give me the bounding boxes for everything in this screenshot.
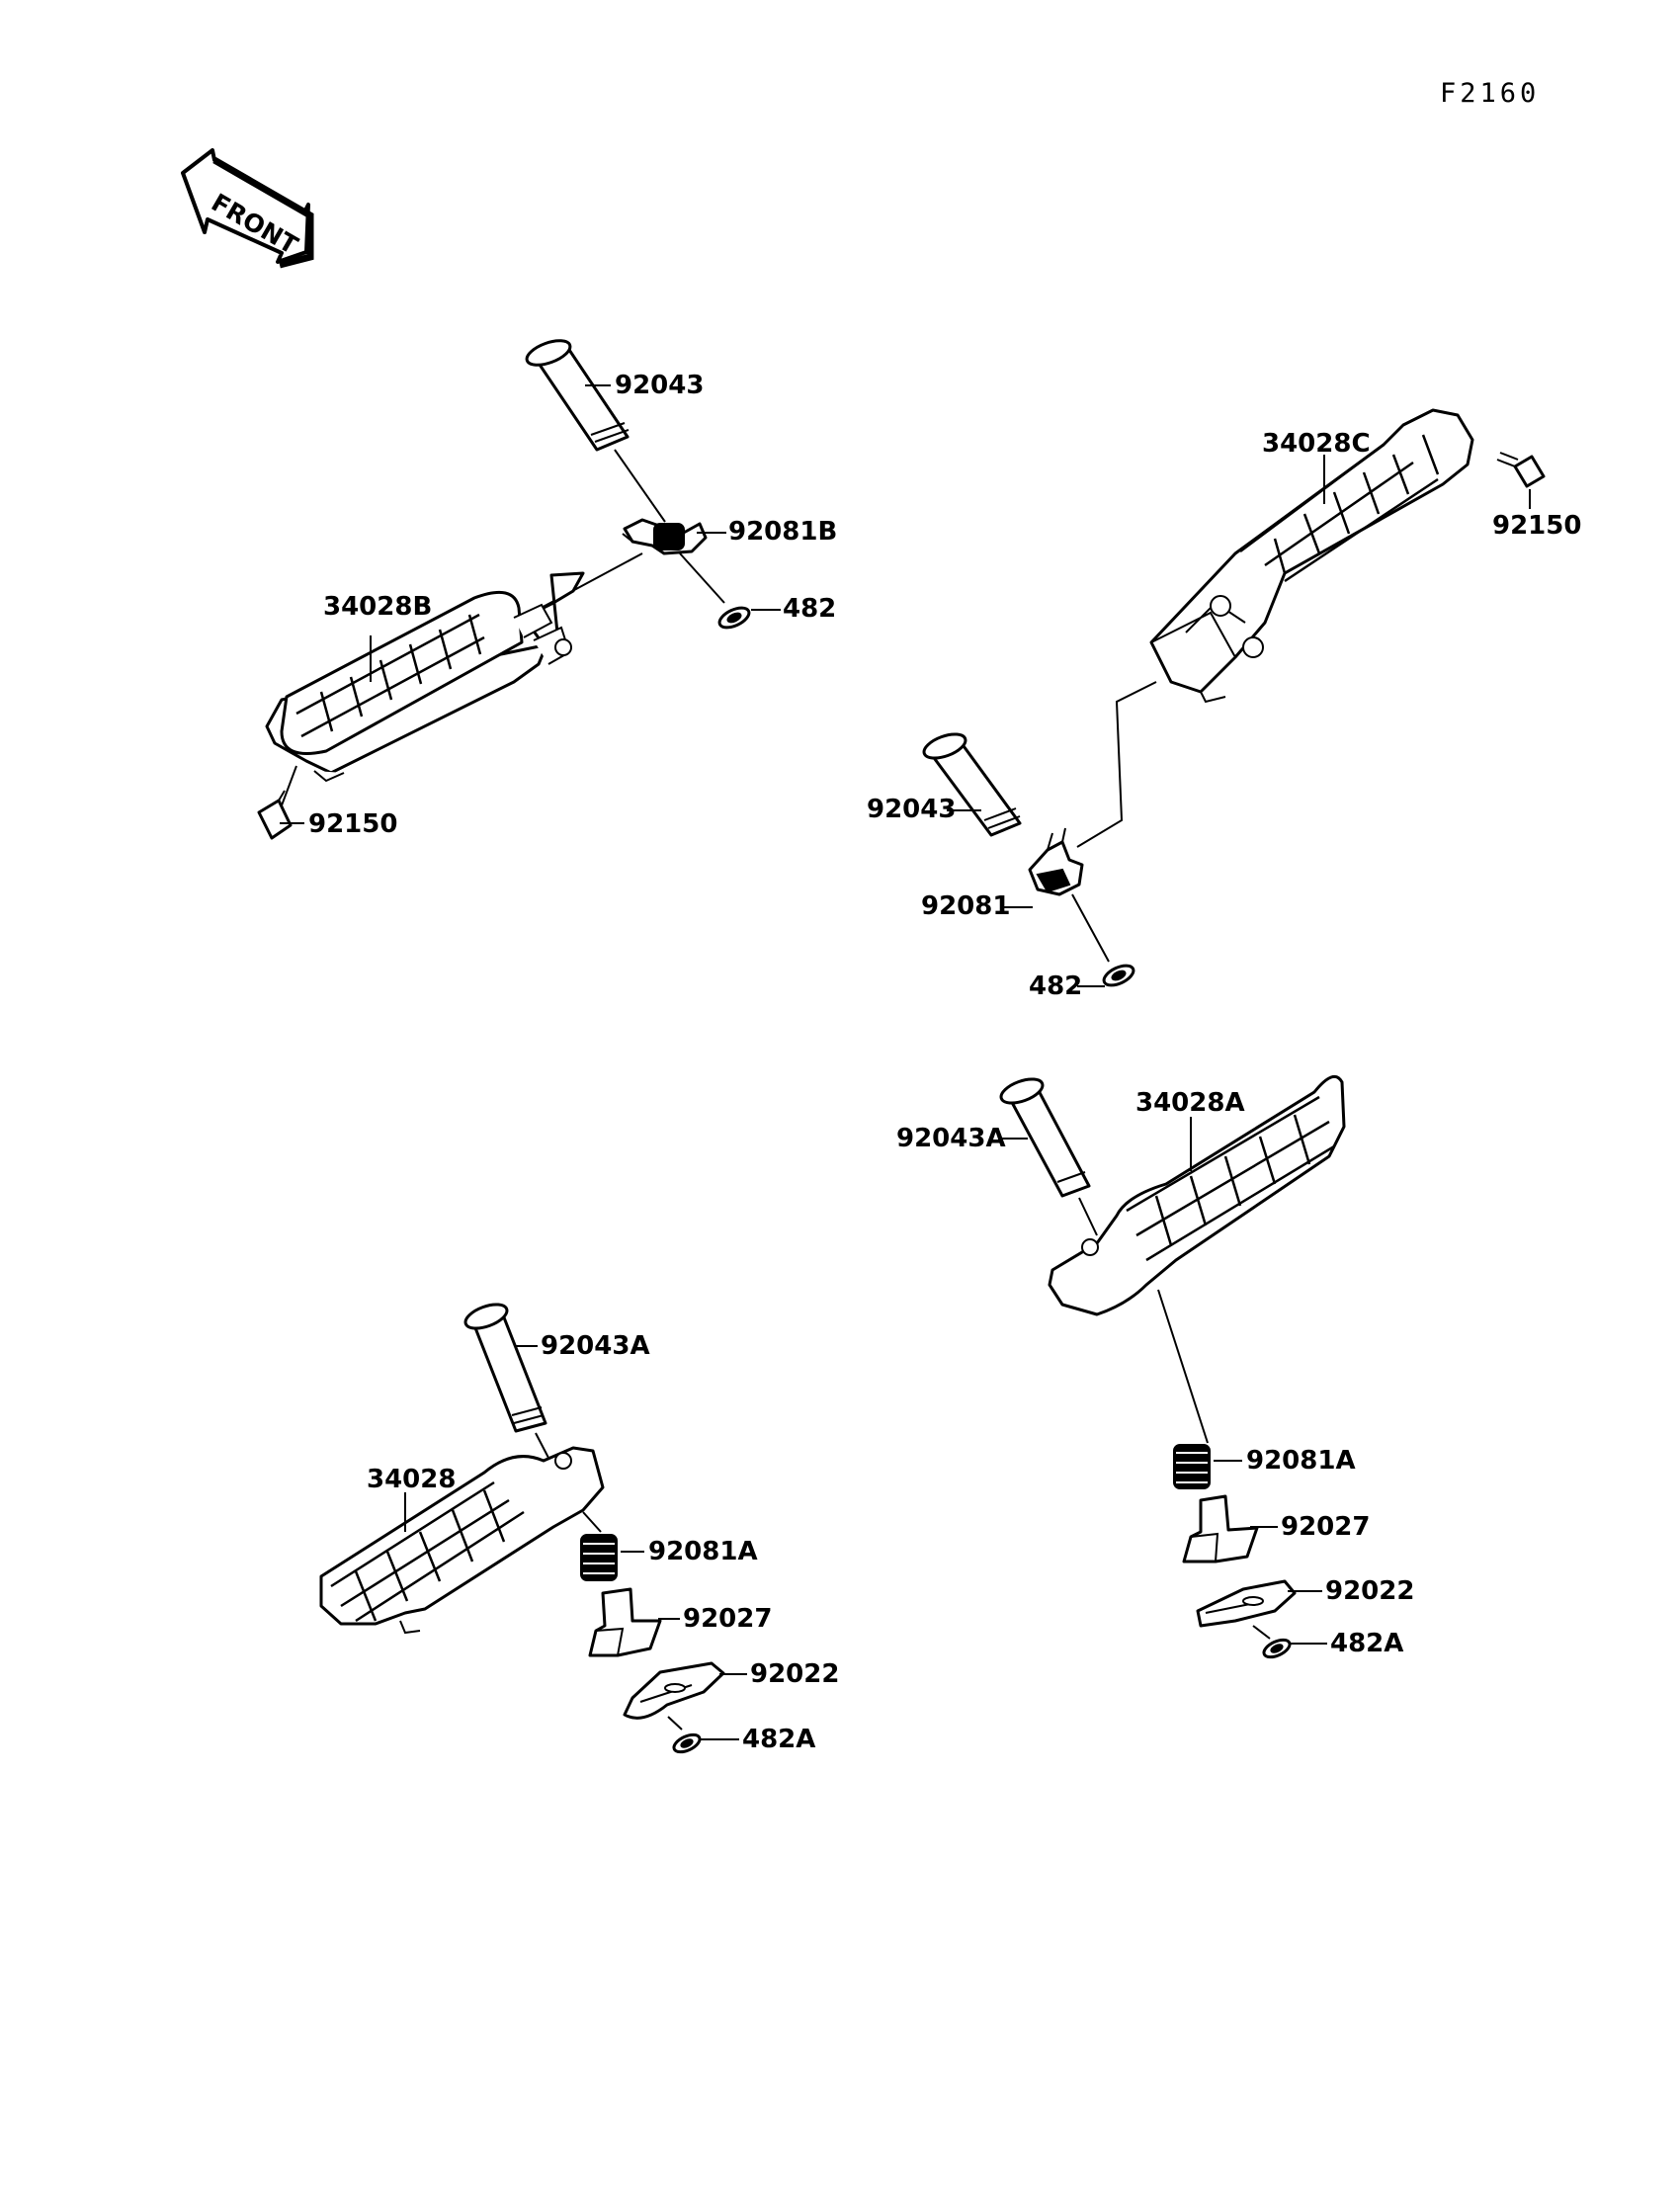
- part-number-label: 92081A: [1246, 1446, 1356, 1476]
- pivot-pin-icon: [922, 732, 1022, 837]
- part-number-label: 34028B: [323, 592, 432, 622]
- footpeg-icon: [265, 571, 585, 783]
- part-number-label: 92081: [921, 891, 1010, 921]
- part-number-label: 92027: [1281, 1512, 1370, 1542]
- detent-ball-holder-icon: [588, 1587, 662, 1657]
- bolt-icon: [257, 790, 293, 840]
- upper-left-footpeg-assembly: 92043 92081B 482 34028B 92150: [257, 339, 837, 840]
- part-number-label: 92043: [615, 371, 704, 400]
- part-number-label: 92081A: [648, 1537, 758, 1566]
- front-direction-arrow-icon: FRONT: [181, 148, 314, 269]
- circlip-icon: [672, 1732, 702, 1754]
- part-number-label: 92081B: [728, 517, 837, 547]
- part-number-label: 92022: [750, 1659, 839, 1689]
- plate-washer-icon: [623, 1661, 725, 1720]
- part-number-label: 482: [783, 594, 836, 624]
- part-number-label: 92043A: [541, 1331, 650, 1361]
- part-number-label: 92150: [1492, 511, 1581, 541]
- lower-left-footpeg-assembly: 92043A 34028 92081A 92027 92022 482A: [319, 1303, 839, 1754]
- upper-right-footpeg-assembly: 34028C 92150 92043 92081 482: [867, 408, 1581, 1001]
- bolt-icon: [1496, 452, 1546, 488]
- part-number-label: 34028A: [1135, 1088, 1245, 1118]
- part-number-label: 482: [1029, 972, 1082, 1001]
- plate-washer-icon: [1196, 1579, 1297, 1628]
- pivot-pin-icon: [463, 1303, 547, 1433]
- pivot-pin-icon: [525, 339, 630, 452]
- footpeg-icon: [1149, 408, 1474, 704]
- lower-right-footpeg-assembly: 92043A 34028A 92081A 92027 92022 482A: [896, 1074, 1414, 1659]
- part-number-label: 34028: [367, 1465, 456, 1494]
- circlip-icon: [717, 606, 751, 630]
- footpeg-icon: [1048, 1074, 1346, 1316]
- part-number-label: 92027: [683, 1604, 772, 1634]
- torsion-spring-icon: [1028, 827, 1084, 896]
- torsion-spring-icon: [622, 518, 708, 555]
- footpeg-icon: [319, 1446, 605, 1635]
- part-number-label: 92043: [867, 795, 956, 824]
- part-number-label: 34028C: [1262, 429, 1371, 459]
- circlip-icon: [1262, 1638, 1292, 1659]
- figure-id: F2160: [1440, 78, 1540, 109]
- coil-spring-icon: [1173, 1444, 1211, 1489]
- coil-spring-icon: [580, 1534, 618, 1581]
- part-number-label: 92043A: [896, 1124, 1006, 1153]
- pivot-pin-icon: [999, 1077, 1091, 1198]
- circlip-icon: [1102, 964, 1135, 987]
- part-number-label: 92150: [308, 809, 397, 839]
- part-number-label: 482A: [1330, 1629, 1403, 1658]
- part-number-label: 482A: [742, 1725, 815, 1754]
- detent-ball-holder-icon: [1182, 1494, 1259, 1563]
- part-number-label: 92022: [1325, 1576, 1414, 1606]
